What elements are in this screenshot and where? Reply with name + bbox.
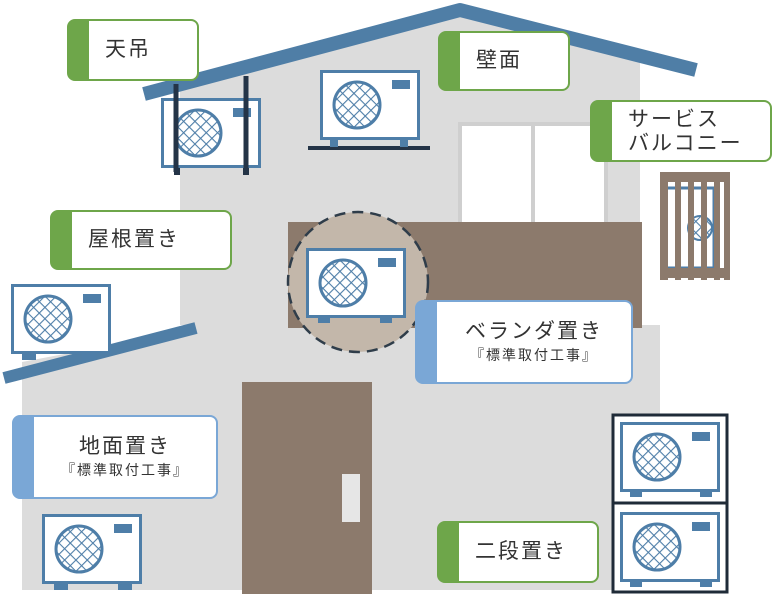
label-veranda-text: ベランダ置き [465, 318, 603, 343]
service-balcony [660, 172, 730, 280]
veranda-dashed-circle [286, 210, 430, 354]
label-ceiling-hung-text: 天吊 [105, 37, 151, 62]
upper-window [458, 122, 608, 234]
wall-mounted-unit [308, 70, 430, 150]
label-ground: 地面置き 『標準取付工事』 [12, 415, 218, 499]
label-service-text: サービス [628, 106, 720, 131]
veranda-unit [306, 248, 406, 323]
ceiling-hung-unit [161, 76, 261, 175]
ground-unit [42, 514, 142, 590]
main-roof [142, 3, 698, 101]
front-door [242, 382, 372, 594]
label-veranda: ベランダ置き 『標準取付工事』 [415, 300, 633, 384]
label-veranda-subtext: 『標準取付工事』 [470, 348, 598, 364]
label-balcony-text: バルコニー [628, 131, 743, 155]
label-two-stage-text: 二段置き [475, 539, 567, 564]
label-wall-mounted-text: 壁面 [476, 48, 522, 73]
label-ground-text: 地面置き [79, 433, 171, 458]
label-two-stage: 二段置き [437, 521, 599, 583]
label-roof-placed: 屋根置き [50, 210, 232, 270]
label-roof-placed-text: 屋根置き [88, 227, 180, 252]
roof-placed-unit [11, 284, 111, 360]
label-ground-subtext: 『標準取付工事』 [61, 463, 189, 479]
two-stage-rack [611, 413, 729, 594]
label-wall-mounted: 壁面 [438, 31, 570, 91]
label-ceiling-hung: 天吊 [67, 19, 199, 81]
label-service-balcony: サービス バルコニー [590, 100, 772, 162]
